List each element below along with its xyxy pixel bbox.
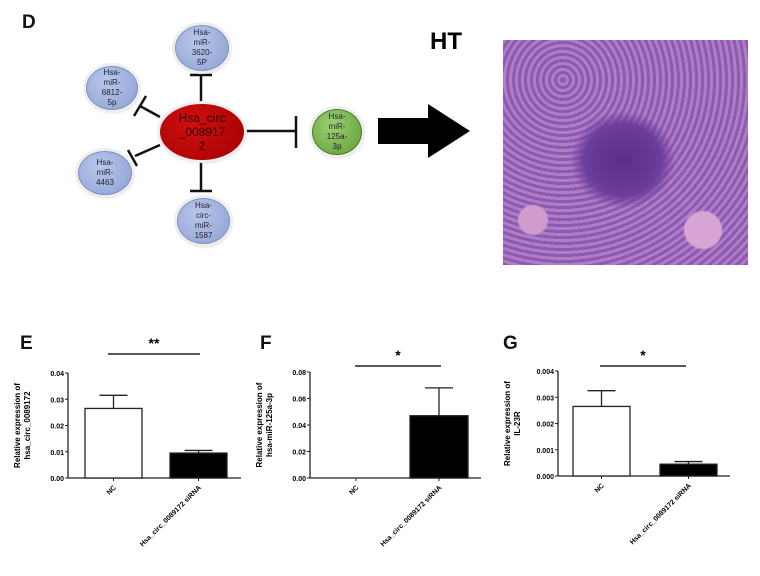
significance-label: * — [640, 347, 646, 363]
y-tick-label: 0.002 — [536, 422, 554, 429]
y-tick-label: 0.000 — [536, 474, 554, 481]
panel-label-e: E — [20, 333, 33, 354]
y-tick-label: 0.02 — [50, 424, 64, 431]
y-tick-label: 0.03 — [50, 397, 64, 404]
x-tick-label: NC — [348, 484, 360, 496]
y-tick-label: 0.04 — [50, 371, 64, 378]
y-tick-label: 0.06 — [292, 397, 306, 404]
x-tick-label: NC — [106, 484, 118, 496]
y-axis-label: Relative expression of — [255, 382, 264, 467]
x-tick-label: NC — [594, 482, 606, 494]
bar-sirna — [169, 452, 228, 479]
y-tick-label: 0.08 — [292, 370, 306, 377]
inhibit-line — [139, 104, 161, 119]
node-mir-125a-3p: Hsa- miR- 125a- 3p — [312, 109, 362, 155]
x-tick-label: Hsa_circ_0089172 siRNA — [139, 484, 203, 548]
y-tick-label: 0.004 — [536, 369, 554, 376]
y-tick-label: 0.01 — [50, 450, 64, 457]
y-tick-label: 0.02 — [292, 450, 306, 457]
y-tick-label: 0.001 — [536, 448, 554, 455]
significance-label: ** — [149, 335, 160, 351]
y-tick-label: 0.003 — [536, 395, 554, 402]
panel-label-f: F — [260, 333, 272, 354]
y-axis-label: IL-23R — [513, 411, 522, 436]
bar-nc — [84, 407, 143, 479]
node-mir-6812-5p: Hsa- miR- 6812- 5p — [86, 66, 138, 110]
node-mir-3620-5p: Hsa- miR- 3620- 5P — [175, 25, 229, 71]
y-axis-label: hsa_circ_0089172 — [23, 391, 32, 460]
x-tick-label: Hsa_circ_0089172 siRNA — [380, 484, 444, 548]
node-circ-mir-1587: Hsa- circ- miR- 1587 — [177, 198, 230, 244]
bar-sirna — [659, 463, 718, 477]
y-axis-label: hsa-miR-125a-3p — [265, 393, 274, 457]
y-tick-label: 0.00 — [292, 476, 306, 483]
histology-image — [503, 40, 748, 265]
panel-label-g: G — [503, 333, 518, 354]
x-tick-label: Hsa_circ_0089172 siRNA — [629, 482, 693, 546]
y-axis-label: Relative expression of — [13, 383, 22, 468]
bar-nc — [572, 405, 631, 477]
bar-sirna — [409, 415, 469, 479]
inhibit-line — [134, 143, 161, 158]
node-hsa-circ-0089172: Hsa_circ _008917 2 — [160, 104, 244, 160]
significance-label: * — [395, 347, 401, 363]
y-tick-label: 0.04 — [292, 423, 306, 430]
y-tick-label: 0.00 — [50, 476, 64, 483]
ht-label: HT — [430, 28, 462, 55]
arrow-icon — [378, 104, 470, 158]
diagram-connectors — [126, 73, 470, 193]
panel-label-d: D — [22, 12, 36, 33]
node-mir-4463: Hsa- miR- 4463 — [78, 151, 132, 195]
y-axis-label: Relative expression of — [503, 381, 512, 466]
